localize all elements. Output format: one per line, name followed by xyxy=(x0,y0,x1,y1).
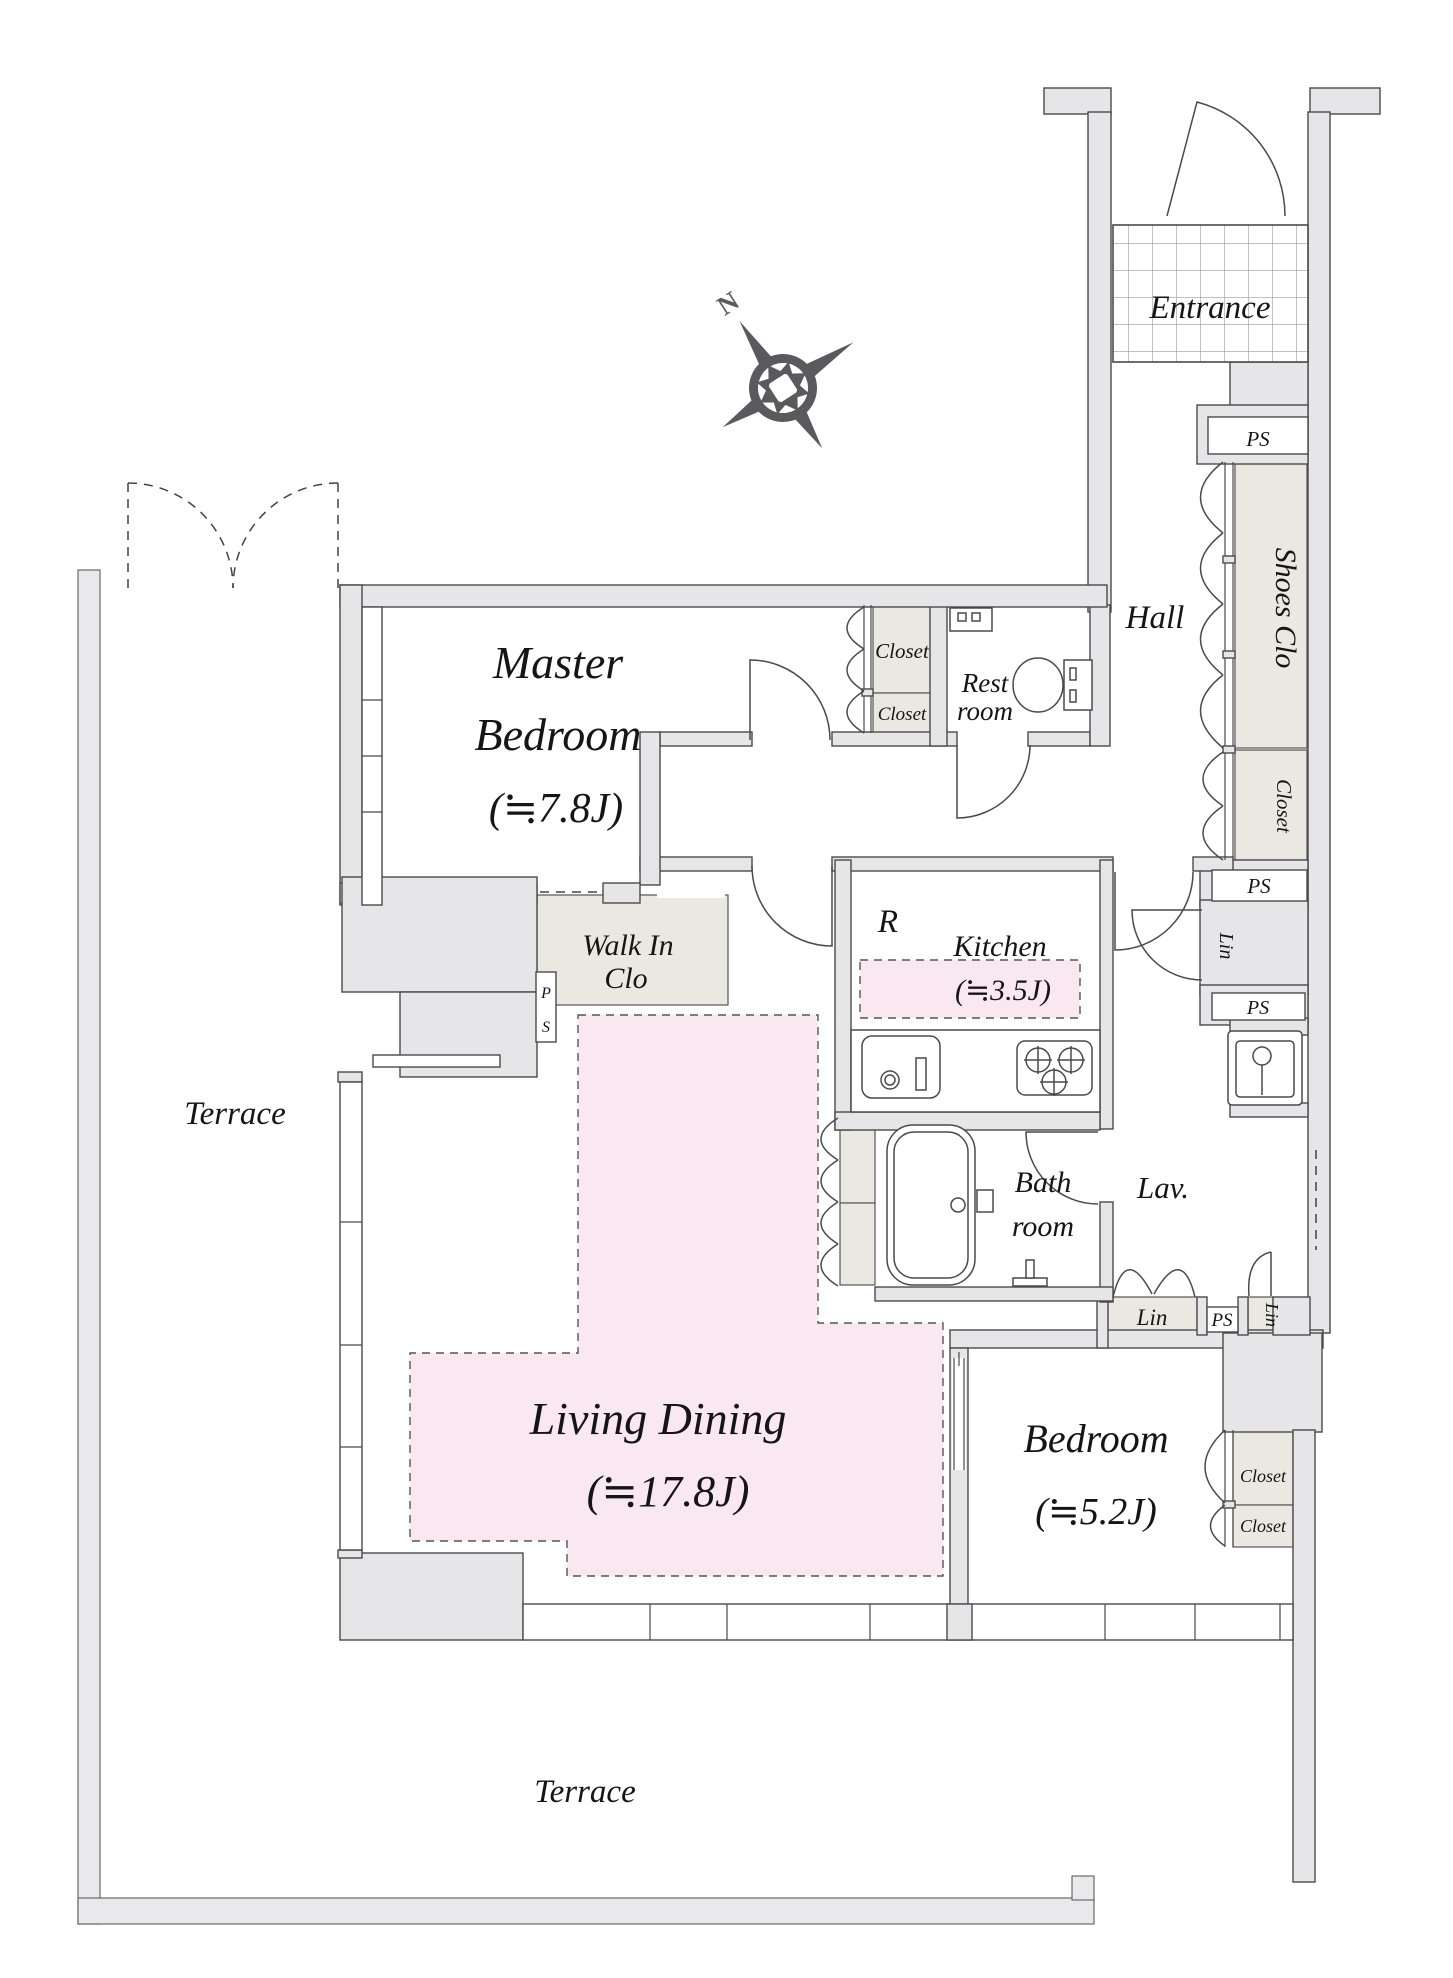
label-bathroom-2: room xyxy=(1012,1210,1074,1243)
label-kitchen: Kitchen xyxy=(952,930,1046,963)
walk-in-closet-box xyxy=(536,894,729,1006)
label-ps-4: PS xyxy=(1210,1310,1233,1331)
walk-in-opening xyxy=(657,893,725,898)
fixtures xyxy=(850,607,1303,1287)
ps-box-4 xyxy=(1206,1306,1239,1333)
bath-storage-2 xyxy=(839,1202,876,1286)
compass-north-label: N xyxy=(712,285,745,321)
kitchen-counter xyxy=(850,1029,1101,1113)
label-refrigerator: R xyxy=(877,904,898,940)
ps-box-1 xyxy=(1207,416,1309,455)
window-sill xyxy=(372,1054,501,1068)
label-kitchen-size: (≒3.5J) xyxy=(955,974,1051,1007)
sink-icon xyxy=(861,1035,941,1099)
living-dining-door xyxy=(751,865,833,947)
label-bedroom-closet-1: Closet xyxy=(1240,1466,1287,1486)
ps-box-2 xyxy=(1211,869,1308,902)
label-walk-in-1: Walk In xyxy=(582,929,673,962)
terrace-south-wall xyxy=(77,1897,1095,1925)
label-restroom-2: room xyxy=(957,696,1013,726)
walls xyxy=(77,87,1381,1925)
label-ps-3: PS xyxy=(1246,997,1269,1019)
label-walk-in-2: Clo xyxy=(604,962,647,995)
label-terrace-bottom: Terrace xyxy=(534,1774,635,1810)
label-linen-3: Lin xyxy=(1262,1302,1282,1327)
label-bathroom-1: Bath xyxy=(1015,1166,1072,1199)
label-lavatory: Lav. xyxy=(1136,1170,1189,1205)
ps-box-vertical xyxy=(535,971,557,1043)
label-master-closet-1: Closet xyxy=(875,639,930,663)
master-bedroom-door xyxy=(749,659,831,741)
toilet-icon xyxy=(1012,657,1093,713)
compass-icon: N xyxy=(712,285,854,449)
label-shoes-closet: Shoes Clo xyxy=(1269,548,1302,669)
washbasin-icon xyxy=(1227,1030,1303,1106)
label-master-bedroom-2: Bedroom xyxy=(475,709,642,760)
label-bedroom-closet-2: Closet xyxy=(1240,1516,1287,1536)
restroom-shelf xyxy=(949,607,993,632)
label-master-bedroom-1: Master xyxy=(492,637,624,688)
label-linen-1: Lin xyxy=(1215,932,1237,960)
linen-closet-2 xyxy=(1107,1296,1198,1334)
label-bedroom: Bedroom xyxy=(1023,1416,1168,1461)
restroom-door xyxy=(956,744,1031,819)
shower-icon xyxy=(1012,1259,1048,1287)
hall-closet-box xyxy=(1234,749,1308,861)
shoes-closet-box xyxy=(1234,461,1308,749)
terrace-west-wall xyxy=(77,569,101,1925)
labels: Entrance Hall Shoes Clo Closet Master Be… xyxy=(184,290,1302,1810)
linen1-door xyxy=(1131,909,1203,981)
doors xyxy=(127,101,1286,1547)
bath-storage-1 xyxy=(839,1117,876,1204)
lavatory-door xyxy=(1114,871,1194,951)
label-bedroom-size: (≒5.2J) xyxy=(1035,1491,1157,1533)
label-master-closet-2: Closet xyxy=(878,704,927,725)
zone-areas xyxy=(409,959,1081,1577)
entrance-door xyxy=(1166,101,1286,217)
service-boxes xyxy=(372,416,1309,1333)
windows xyxy=(339,606,1317,1641)
label-restroom-1: Rest xyxy=(961,668,1010,698)
living-dining-zone xyxy=(409,1014,944,1577)
label-ps-2: PS xyxy=(1246,874,1271,898)
label-ps-1: PS xyxy=(1245,427,1270,451)
label-ps-vertical-p: P xyxy=(540,985,551,1002)
bathtub-icon xyxy=(886,1124,994,1286)
ps-box-3 xyxy=(1211,992,1306,1021)
label-living-dining: Living Dining xyxy=(529,1393,787,1444)
terrace-gate xyxy=(127,482,339,589)
closet-boxes xyxy=(536,461,1308,1548)
label-hall: Hall xyxy=(1125,600,1185,636)
stove-icon xyxy=(1016,1040,1093,1096)
label-ps-vertical-s: S xyxy=(542,1019,550,1036)
linen-closet-3 xyxy=(1247,1296,1274,1333)
bathroom-door xyxy=(1025,1131,1099,1205)
label-living-dining-size: (≒17.8J) xyxy=(587,1467,750,1516)
entrance-tile xyxy=(1112,224,1309,363)
label-entrance: Entrance xyxy=(1149,290,1271,326)
label-terrace-left: Terrace xyxy=(184,1096,285,1132)
label-linen-2: Lin xyxy=(1136,1305,1168,1330)
label-hall-closet: Closet xyxy=(1272,779,1296,834)
label-master-bedroom-size: (≒7.8J) xyxy=(489,786,623,832)
kitchen-zone xyxy=(859,959,1081,1019)
